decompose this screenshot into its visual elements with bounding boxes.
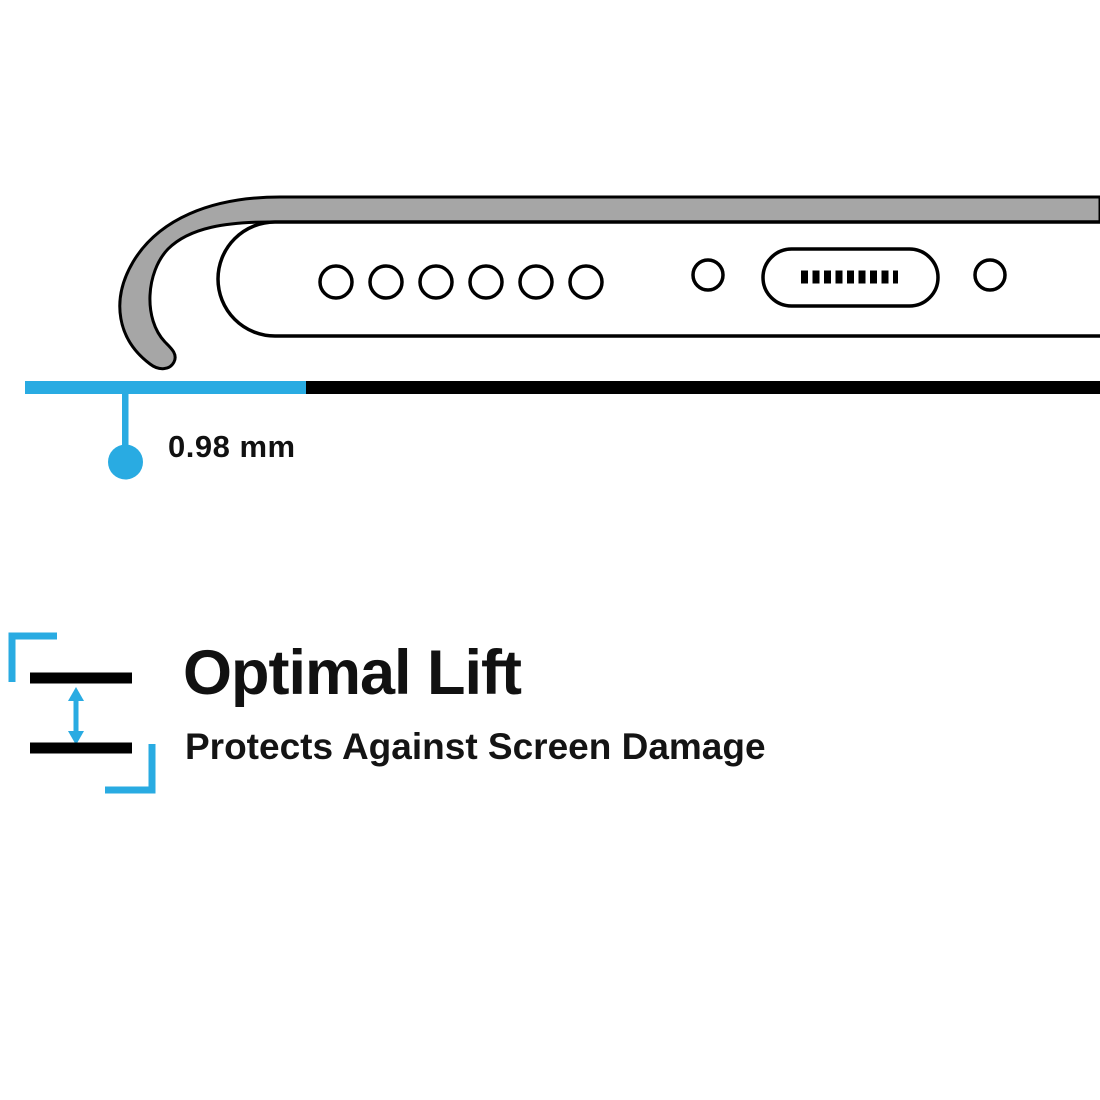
phone-bottom-diagram — [25, 195, 1100, 480]
measurement-pointer-dot — [108, 444, 143, 480]
speaker-hole — [468, 264, 504, 300]
speaker-hole — [568, 264, 604, 300]
charging-port — [761, 247, 940, 308]
bracket-top-left-icon — [8, 632, 57, 682]
speaker-holes — [318, 264, 604, 300]
speaker-hole — [368, 264, 404, 300]
screw-hole-left — [691, 258, 725, 292]
bracket-bottom-right-icon — [105, 744, 156, 794]
measurement-pointer-line — [122, 394, 129, 447]
measurement-value: 0.98 mm — [168, 429, 296, 464]
surface-line-black — [300, 381, 1100, 394]
feature-title: Optimal Lift — [183, 638, 522, 708]
double-vertical-arrow-icon — [68, 687, 84, 745]
measurement-highlight-bar — [25, 381, 306, 394]
speaker-hole — [518, 264, 554, 300]
feature-subtitle: Protects Against Screen Damage — [185, 726, 766, 767]
speaker-hole — [418, 264, 454, 300]
screw-hole-right — [973, 258, 1007, 292]
optimal-lift-icon — [8, 632, 156, 794]
speaker-hole — [318, 264, 354, 300]
case-shell — [118, 195, 1100, 371]
